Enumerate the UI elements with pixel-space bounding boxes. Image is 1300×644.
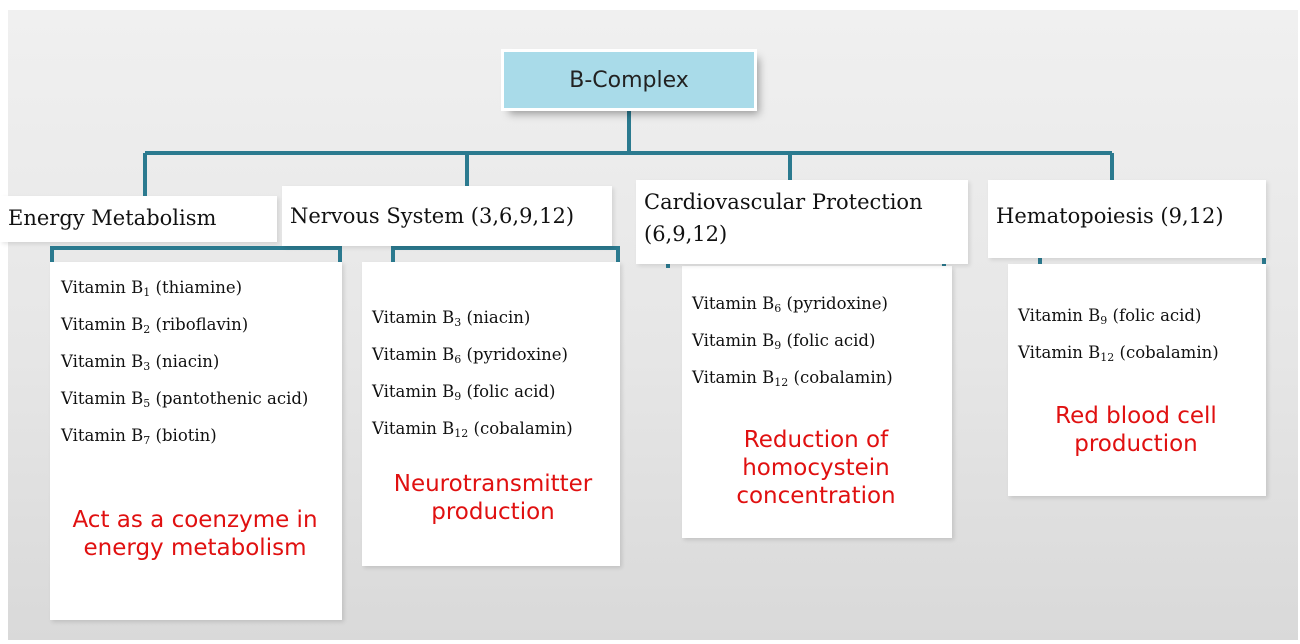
effect-nervous: Neurotransmitter production (393, 471, 593, 525)
card-energy-metabolism (50, 262, 342, 620)
header-title: Nervous System (3,6,9,12) (290, 204, 575, 228)
vitamin-item: Vitamin B12 (cobalamin) (692, 368, 893, 389)
vitamin-item: Vitamin B7 (biotin) (61, 426, 217, 447)
effect-energy: Act as a coenzyme in energy metabolism (72, 507, 318, 561)
vitamin-list-energy: Vitamin B1 (thiamine) Vitamin B2 (ribofl… (61, 272, 311, 457)
effect-cardio: Reduction of homocystein concentration (736, 427, 896, 509)
vitamin-item: Vitamin B9 (folic acid) (372, 382, 556, 403)
card-nervous-system (362, 262, 620, 566)
vitamin-item: Vitamin B9 (folic acid) (1018, 306, 1202, 327)
card-hematopoiesis (1008, 264, 1266, 496)
vitamin-item: Vitamin B2 (riboflavin) (61, 315, 249, 336)
root-label: B-Complex (569, 67, 689, 93)
vitamin-list-nervous: Vitamin B3 (niacin) Vitamin B6 (pyridoxi… (372, 302, 573, 450)
vitamin-item: Vitamin B9 (folic acid) (692, 331, 876, 352)
header-title: Hematopoiesis (9,12) (996, 204, 1224, 228)
header-hematopoiesis: Hematopoiesis (9,12) (988, 180, 1266, 258)
effect-hemato: Red blood cell production (1055, 403, 1217, 457)
card-cardiovascular (682, 266, 952, 538)
vitamin-item: Vitamin B12 (cobalamin) (1018, 343, 1219, 364)
vitamin-item: Vitamin B1 (thiamine) (61, 278, 243, 299)
vitamin-item: Vitamin B6 (pyridoxine) (692, 294, 888, 315)
header-title: Cardiovascular Protection (6,9,12) (644, 190, 923, 246)
vitamin-item: Vitamin B12 (cobalamin) (372, 419, 573, 440)
root-node-b-complex: B-Complex (504, 52, 754, 108)
vitamin-item: Vitamin B5 (pantothenic acid) (61, 389, 309, 410)
vitamin-list-hemato: Vitamin B9 (folic acid) Vitamin B12 (cob… (1018, 300, 1219, 374)
vitamin-item: Vitamin B3 (niacin) (372, 308, 531, 329)
vitamin-list-cardio: Vitamin B6 (pyridoxine) Vitamin B9 (foli… (692, 288, 893, 399)
header-energy-metabolism: Energy Metabolism (0, 196, 277, 242)
vitamin-item: Vitamin B6 (pyridoxine) (372, 345, 568, 366)
header-nervous-system: Nervous System (3,6,9,12) (282, 186, 612, 246)
header-cardiovascular: Cardiovascular Protection (6,9,12) (636, 180, 968, 264)
vitamin-item: Vitamin B3 (niacin) (61, 352, 220, 373)
header-title: Energy Metabolism (8, 206, 217, 230)
